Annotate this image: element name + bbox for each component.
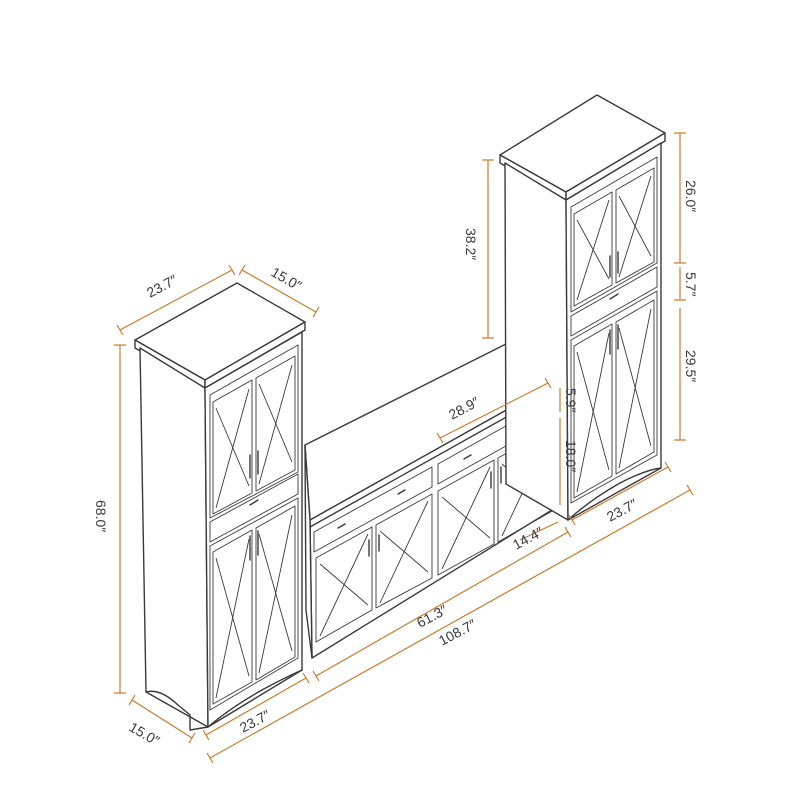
dim-gap-height-label: 38.2″ xyxy=(463,228,479,260)
dim-total-width-label: 108.7″ xyxy=(436,616,479,649)
dim-right-lower-height-label: 29.5″ xyxy=(683,350,699,382)
right-cabinet-side xyxy=(504,162,569,521)
right-tall-cabinet xyxy=(499,94,666,521)
left-tall-cabinet xyxy=(134,282,306,731)
left-cabinet-side xyxy=(139,347,209,728)
left-cabinet-front xyxy=(204,331,303,728)
right-cabinet-drawer xyxy=(570,266,658,337)
dim-bottom-width-label: 23.7″ xyxy=(237,706,273,735)
dim-bottom-depth-label: 15.0″ xyxy=(127,719,163,749)
dim-left-width-label: 23.7″ xyxy=(144,271,180,300)
dim-left-height-label: 68.0″ xyxy=(93,500,109,532)
console-drawer-left xyxy=(313,466,433,553)
dim-right-upper-height-label: 26.0″ xyxy=(683,180,699,212)
dimension-lines xyxy=(114,132,694,764)
dim-console-drawer-height-label: 5.9″ xyxy=(563,388,579,412)
dim-console-width-label: 61.3″ xyxy=(414,601,450,630)
dim-right-drawer-height-label: 5.7″ xyxy=(683,272,699,296)
left-cabinet-drawer xyxy=(209,473,299,543)
console-door-1 xyxy=(315,526,373,643)
console-side xyxy=(304,444,313,659)
dim-console-cabinet-height-label: 18.0″ xyxy=(563,440,579,472)
dim-left-depth-label: 15.0″ xyxy=(269,264,305,294)
console-cabinet xyxy=(304,342,561,659)
